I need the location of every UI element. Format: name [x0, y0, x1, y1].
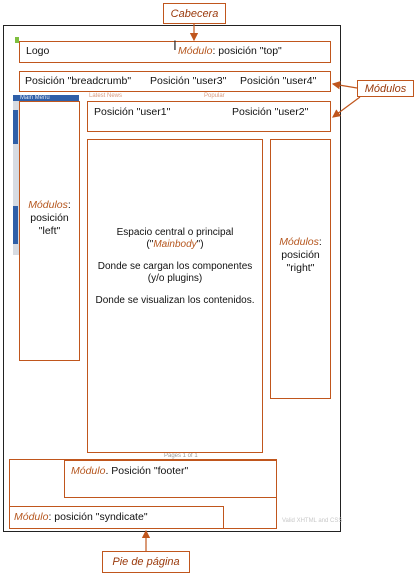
menu-blue-strip-2	[13, 206, 18, 244]
left-module-box	[19, 101, 80, 361]
left-position-name: "left"	[38, 225, 61, 237]
callout-pie-de-pagina: Pie de página	[102, 551, 190, 573]
menu-blue-strip-1	[13, 110, 18, 144]
left-column-edge	[13, 95, 20, 255]
mainbody-word: Mainbody	[153, 239, 197, 250]
callout-cabecera: Cabecera	[163, 3, 226, 24]
callout-cabecera-label: Cabecera	[170, 7, 219, 20]
callout-modulos: Módulos	[357, 80, 414, 97]
user4-label: Posición "user4"	[240, 75, 317, 87]
right-module-box	[270, 139, 331, 399]
mainbody-close-quote: ")	[196, 239, 204, 250]
footer-module-word: Módulo	[71, 465, 106, 477]
mainbody-line-4: (y/o plugins)	[147, 273, 203, 284]
syndicate-module-box	[9, 506, 224, 529]
callout-pie-label: Pie de página	[112, 556, 180, 568]
syndicate-position-label: Módulo: posición "syndicate"	[14, 511, 148, 523]
green-corner-mark	[15, 37, 19, 43]
latest-news-label: Latest News	[89, 93, 123, 99]
main-menu-header-bar	[13, 95, 79, 101]
top-position-text: : posición "top"	[212, 45, 282, 57]
right-module-label: Módulos: posición "right"	[270, 236, 331, 275]
left-position-word: posición	[30, 212, 69, 224]
mainbody-box	[87, 139, 263, 453]
user2-label: Posición "user2"	[232, 106, 309, 118]
mainbody-open-quote: ("	[146, 239, 154, 250]
top-module-word: Módulo	[178, 45, 213, 57]
left-module-word: Módulos	[28, 199, 68, 211]
valid-xhtml-label: Valid XHTML and CSS	[282, 518, 343, 524]
mainbody-line-3: Donde se cargan los componentes	[97, 261, 253, 272]
footer-position-label: Módulo. Posición "footer"	[71, 465, 188, 477]
syndicate-position-text: : posición "syndicate"	[48, 511, 148, 523]
footer-position-text: . Posición "footer"	[105, 465, 189, 477]
user3-label: Posición "user3"	[150, 75, 227, 87]
syndicate-module-word: Módulo	[14, 511, 49, 523]
breadcrumb-label: Posición "breadcrumb"	[25, 75, 132, 87]
right-position-word: posición	[281, 249, 320, 261]
user-row-box	[87, 101, 331, 132]
mainbody-line-5: Donde se visualizan los contenidos.	[95, 295, 255, 306]
callout-modulos-label: Módulos	[364, 82, 407, 95]
pager-label: Pages 1 of 1	[164, 453, 198, 459]
mainbody-line-1: Espacio central o principal	[116, 227, 234, 238]
left-module-label: Módulos: posición "left"	[19, 199, 80, 238]
popular-label: Popular	[204, 93, 225, 99]
right-module-word: Módulos	[279, 236, 319, 248]
breadcrumb-row-box	[19, 71, 331, 92]
text-cursor-icon: I	[173, 37, 177, 53]
right-position-name: "right"	[286, 262, 315, 274]
header-module-box	[19, 41, 331, 63]
top-position-label: Módulo: posición "top"	[178, 45, 282, 57]
main-menu-label: Main Menu	[20, 95, 50, 101]
user1-label: Posición "user1"	[94, 106, 171, 118]
logo-label: Logo	[26, 45, 50, 57]
mainbody-text: Espacio central o principal ("Mainbody")…	[87, 227, 263, 307]
footer-module-box	[64, 460, 277, 498]
